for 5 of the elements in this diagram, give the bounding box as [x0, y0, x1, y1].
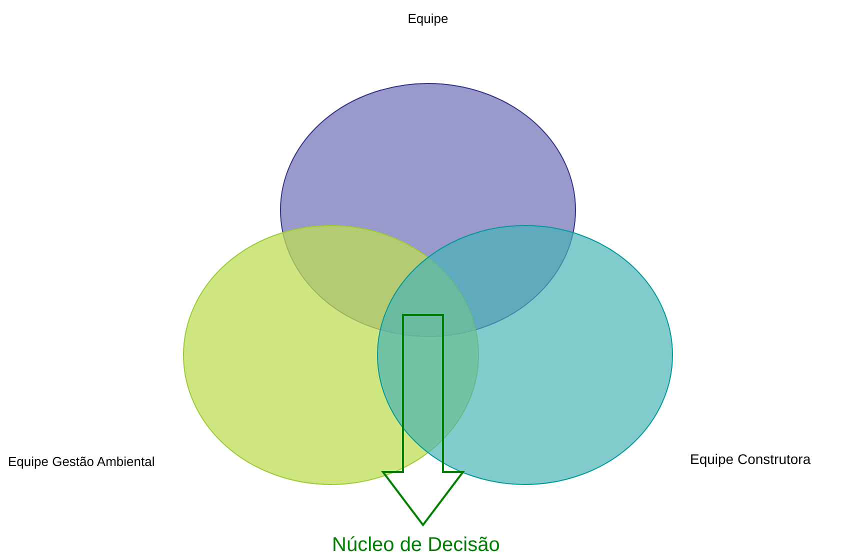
decision-label: Núcleo de Decisão — [332, 534, 500, 555]
circle-label: Equipe Gestão Ambiental — [8, 454, 155, 469]
circle-label: Equipe Construtora — [690, 451, 811, 467]
circle-label: Equipe — [408, 11, 448, 26]
block-arrow — [381, 314, 465, 527]
